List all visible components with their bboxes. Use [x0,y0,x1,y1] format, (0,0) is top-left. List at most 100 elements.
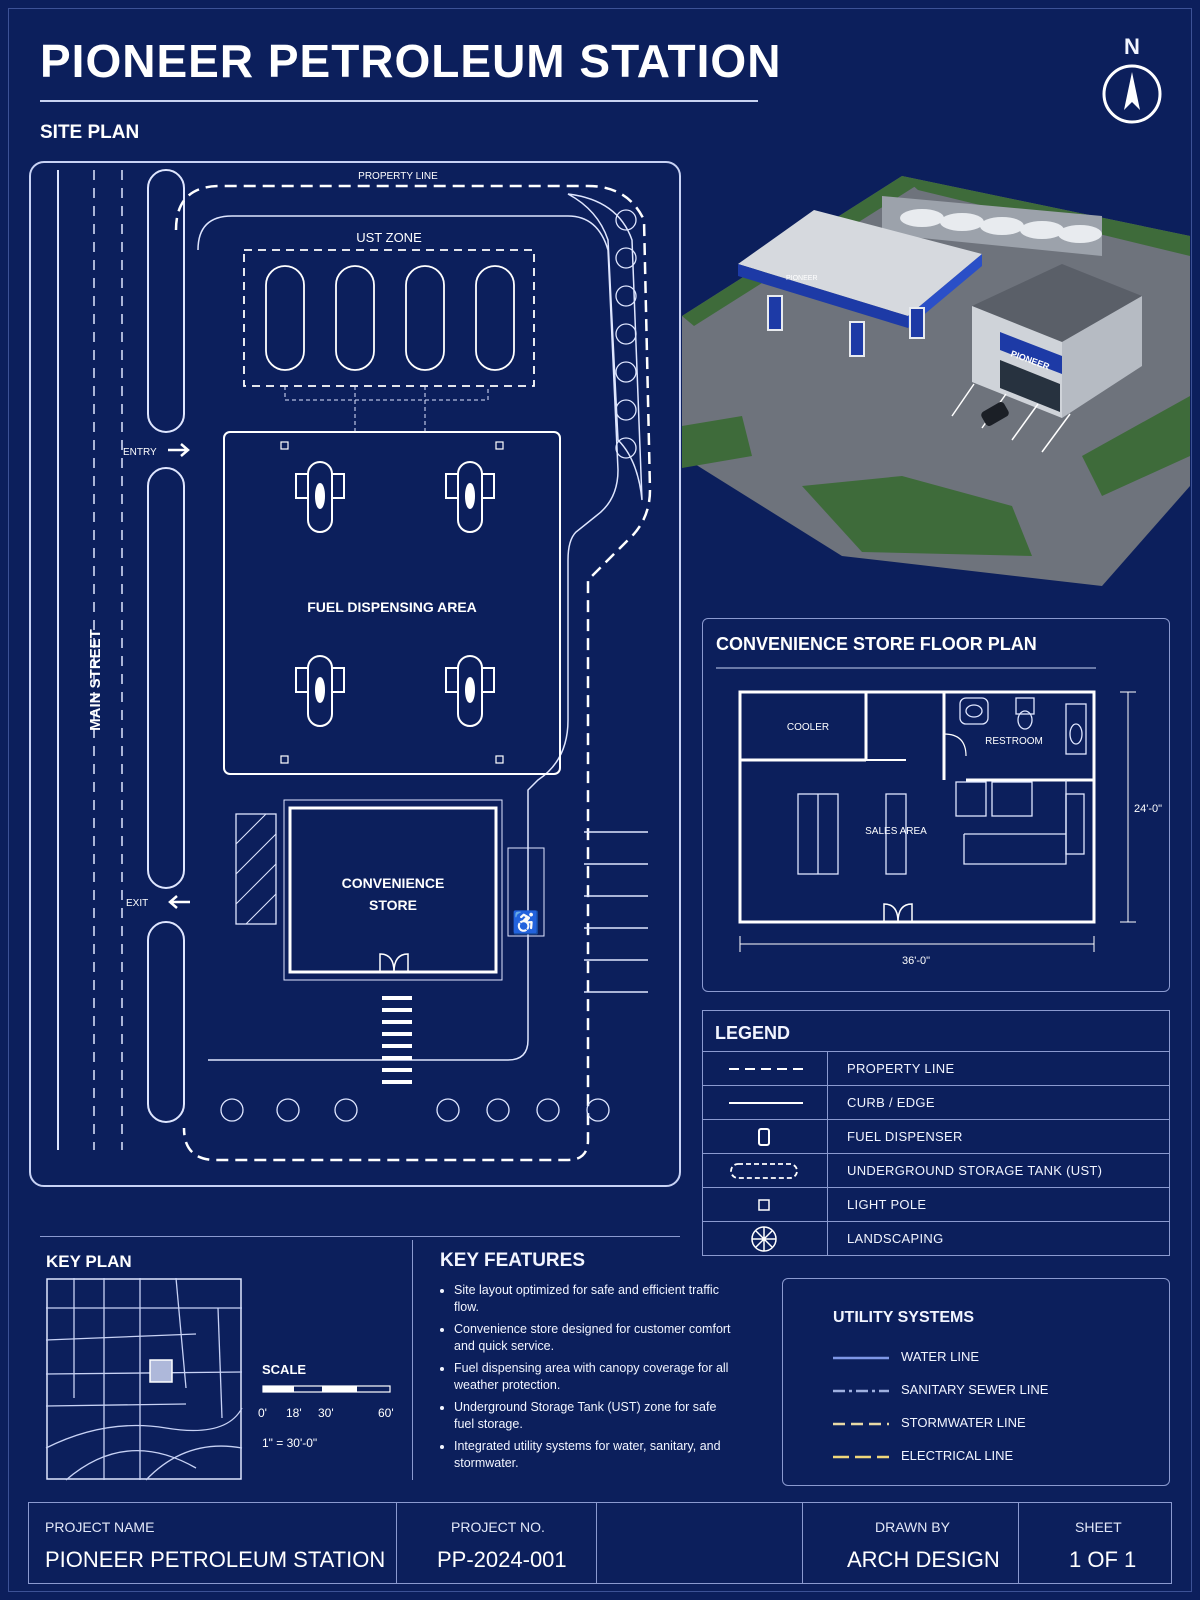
legend-row: LANDSCAPING [703,1221,1169,1256]
fuel-dispensing-area [223,431,561,775]
key-plan-map [45,1277,243,1481]
key-features-panel: KEY FEATURES Site layout optimized for s… [440,1250,740,1477]
sheet-border [8,8,1192,1592]
scale-tick-30: 30' [318,1406,334,1420]
legend-label: CURB / EDGE [847,1095,935,1110]
legend-label: UNDERGROUND STORAGE TANK (UST) [847,1163,1103,1178]
landscape-strip [567,193,643,501]
utility-label: SANITARY SEWER LINE [901,1382,1049,1397]
curb-edge [197,215,619,1061]
entry-label: ENTRY [123,447,157,458]
utility-systems-panel: UTILITY SYSTEMS WATER LINE SANITARY SEWE… [782,1278,1170,1486]
light-pole-icon [758,1199,770,1211]
fixtures [797,697,1087,875]
canopy-sign: PIONEER [786,275,818,282]
store-exterior-wall [738,690,1096,924]
store-roof [972,264,1142,342]
utility-label: STORMWATER LINE [901,1415,1026,1430]
legend-label: PROPERTY LINE [847,1061,955,1076]
floor-plan-heading: CONVENIENCE STORE FLOOR PLAN [716,634,1037,654]
sheet-label: SHEET [1075,1519,1122,1535]
key-features-heading: KEY FEATURES [440,1250,585,1271]
feature-item: Underground Storage Tank (UST) zone for … [454,1399,740,1433]
tree-row-south [220,1098,610,1122]
blank-cell [597,1503,803,1583]
feature-item: Convenience store designed for customer … [454,1321,740,1355]
exit-arrow-icon [168,895,190,909]
width-dimension: 36'-0" [902,955,930,967]
legend-row: LIGHT POLE [703,1187,1169,1222]
key-features-list: Site layout optimized for safe and effic… [440,1282,740,1472]
site-plan: PROPERTY LINE UST ZONE FUEL DISPENSING A… [29,161,681,1187]
planting-bed-south [802,476,1032,556]
rendered-car [981,402,1009,426]
utility-label: ELECTRICAL LINE [901,1448,1014,1463]
fuel-piping [284,386,489,432]
project-no-cell: PROJECT NO. PP-2024-001 [397,1503,597,1583]
legend-row: UNDERGROUND STORAGE TANK (UST) [703,1153,1169,1188]
restroom-label: RESTROOM [985,736,1043,747]
site-location-marker [149,1359,173,1383]
site-plan-frame [29,161,681,1187]
store-front-doors [883,903,913,923]
tree-icon [751,1226,777,1252]
restroom-door-swing [943,733,967,757]
feature-item: Integrated utility systems for water, sa… [454,1438,740,1472]
rendered-tanks [900,209,1102,243]
scale-tick-0: 0' [258,1406,267,1420]
utility-heading: UTILITY SYSTEMS [833,1309,975,1326]
sheet-cell: SHEET 1 OF 1 [1019,1503,1171,1583]
scale-bar [262,1385,391,1393]
depth-dimension: 24'-0" [1134,803,1162,815]
store-glazing [1000,360,1060,412]
scale-tick-60: 60' [378,1406,394,1420]
exit-label: EXIT [126,898,148,909]
rendered-dispensers [767,295,925,357]
store-entrance-doors [379,953,409,973]
parking-stalls [584,831,648,993]
floor-plan-panel [702,618,1170,992]
floor-plan: COOLER RESTROOM SALES AREA 36'-0" 24'-0" [716,667,1162,967]
street-label: MAIN STREET [87,629,104,731]
underground-tanks [265,265,515,371]
scale-tick-18: 18' [286,1406,302,1420]
north-label: N [1124,34,1140,59]
canopy-roof [738,210,982,316]
store-label-line1: CONVENIENCE [342,875,445,891]
drawn-by-cell: DRAWN BY ARCH DESIGN [803,1503,1019,1583]
store-outline [283,799,503,981]
ust-zone-boundary [243,249,535,387]
accessible-icon: ♿ [512,910,539,935]
feature-item: Site layout optimized for safe and effic… [454,1282,740,1316]
store-label-line2: STORE [369,897,417,913]
project-name-label: PROJECT NAME [45,1519,155,1535]
project-name-cell: PROJECT NAME PIONEER PETROLEUM STATION [29,1503,397,1583]
utility-label: WATER LINE [901,1349,980,1364]
compass-icon [1102,64,1162,124]
lower-divider [40,1236,680,1237]
property-line-label: PROPERTY LINE [358,171,438,182]
accessible-stall [507,847,545,937]
sheet-number: 1 OF 1 [1069,1547,1137,1572]
median-south [147,921,185,1123]
fuel-area-label: FUEL DISPENSING AREA [307,599,477,615]
light-poles [280,441,504,764]
ust-zone-label: UST ZONE [356,230,422,245]
crosswalk [382,996,412,1084]
entry-arrow-icon [168,443,190,457]
project-no-label: PROJECT NO. [451,1519,545,1535]
feature-item: Fuel dispensing area with canopy coverag… [454,1360,740,1394]
tank-icon [730,1163,798,1179]
legend-panel: LEGEND PROPERTY LINE CURB / EDGE FUEL DI… [702,1010,1170,1256]
dispenser-icon [758,1128,770,1146]
property-boundary [174,184,652,1162]
legend-row: CURB / EDGE [703,1085,1169,1120]
cooler-label: COOLER [787,722,829,733]
drawn-by-label: DRAWN BY [875,1519,950,1535]
legend-row: FUEL DISPENSER [703,1119,1169,1154]
median-north [147,169,185,433]
convenience-store-footprint [288,806,498,974]
fuel-dispensers [295,461,495,727]
project-name: PIONEER PETROLEUM STATION [45,1547,386,1572]
